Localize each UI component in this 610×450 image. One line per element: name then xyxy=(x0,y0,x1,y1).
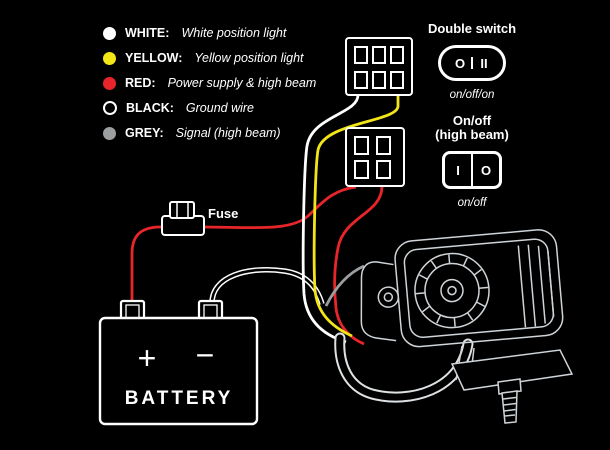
bolt-shaft xyxy=(501,390,518,424)
legend-desc: White position light xyxy=(181,26,287,40)
legend-label: BLACK: xyxy=(126,101,174,115)
double-switch-title: Double switch xyxy=(427,21,517,36)
bolt-head xyxy=(497,378,522,395)
legend-desc: Power supply & high beam xyxy=(167,76,317,90)
connector-pin xyxy=(372,71,386,89)
connector-6pin xyxy=(345,37,413,96)
legend-desc: Signal (high beam) xyxy=(175,126,281,140)
bolt-threads xyxy=(502,396,517,417)
battery-plus-sign: + xyxy=(138,340,157,376)
legend-label: WHITE: xyxy=(125,26,170,40)
double-switch-right-glyph: II xyxy=(480,55,488,71)
connector-pin xyxy=(376,160,391,179)
battery-terminal-negative xyxy=(197,299,224,321)
fuse-cap xyxy=(169,201,195,219)
fuse-cap-lines xyxy=(176,202,189,218)
connector-pin xyxy=(390,71,404,89)
red-wire-fuse-to-connector xyxy=(201,185,357,230)
heatsink-center xyxy=(447,285,457,296)
connector-pin xyxy=(354,160,369,179)
red-wire-connector-to-light xyxy=(333,185,384,346)
yellow-wire-swatch xyxy=(103,51,116,65)
bracket-pivot-bolt xyxy=(377,286,400,308)
grey-wire xyxy=(324,264,365,307)
red-wire-swatch xyxy=(103,76,116,90)
highbeam-switch-left-glyph: I xyxy=(456,162,460,178)
white-wire-swatch xyxy=(103,26,116,40)
double-switch-icon: O II xyxy=(438,45,506,81)
legend-item-red: RED: Power supply & high beam xyxy=(103,76,316,90)
connector-pin xyxy=(354,46,368,64)
black-wire-swatch xyxy=(103,101,117,115)
light-cable xyxy=(334,332,474,403)
legend-label: GREY: xyxy=(125,126,164,140)
connector-pin xyxy=(372,46,386,64)
battery-case xyxy=(98,316,259,426)
double-switch-block: Double switch O II on/off/on xyxy=(416,21,528,102)
battery-minus-sign: − xyxy=(196,337,215,373)
double-switch-modes: on/off/on xyxy=(449,89,495,101)
wires xyxy=(130,94,400,346)
connector-pin xyxy=(376,136,391,155)
light-bracket-arm xyxy=(360,261,397,342)
yellow-wire xyxy=(312,95,400,338)
connector-pin xyxy=(390,46,404,64)
connector-4pin xyxy=(345,127,405,187)
highbeam-switch-divider xyxy=(471,154,473,186)
fuse-symbol xyxy=(161,201,205,236)
bracket-pivot-center xyxy=(383,292,394,302)
connector-6pin-housing xyxy=(345,37,413,96)
highbeam-switch-title-line1: On/off xyxy=(452,113,492,128)
highbeam-switch-modes: on/off xyxy=(457,197,487,209)
cable-core xyxy=(336,334,472,401)
highbeam-switch-block: On/off (high beam) I O on/off xyxy=(416,114,528,210)
heatsink-outer xyxy=(414,252,490,329)
legend-desc: Yellow position light xyxy=(194,51,304,65)
wire-color-legend: WHITE: White position light YELLOW: Yell… xyxy=(103,26,316,140)
light-side-fins xyxy=(517,244,555,328)
battery-symbol xyxy=(98,299,259,426)
white-wire xyxy=(301,94,360,344)
heatsink-hub xyxy=(440,278,464,303)
highbeam-switch-title-line2: (high beam) xyxy=(435,127,509,142)
led-light xyxy=(360,229,564,348)
mounting-foot xyxy=(450,345,574,424)
grey-wire-swatch xyxy=(103,126,116,140)
legend-item-white: WHITE: White position light xyxy=(103,26,316,40)
connector-pin xyxy=(354,136,369,155)
legend-desc: Ground wire xyxy=(185,101,255,115)
legend-label: RED: xyxy=(125,76,156,90)
highbeam-switch-icon: I O xyxy=(442,151,502,189)
battery-label: BATTERY xyxy=(125,388,234,409)
red-wire-battery-to-fuse xyxy=(130,225,164,304)
double-switch-left-glyph: O xyxy=(454,55,466,71)
highbeam-switch-right-glyph: O xyxy=(480,162,492,178)
connector-pin xyxy=(354,71,368,89)
legend-item-grey: GREY: Signal (high beam) xyxy=(103,126,316,140)
legend-label: YELLOW: xyxy=(125,51,183,65)
fuse-label: Fuse xyxy=(208,206,239,221)
battery-terminal-positive xyxy=(119,299,146,321)
foot-plate xyxy=(450,349,574,391)
highbeam-switch-title: On/off (high beam) xyxy=(416,114,528,142)
legend-item-yellow: YELLOW: Yellow position light xyxy=(103,51,316,65)
double-switch-divider xyxy=(471,57,473,69)
legend-item-black: BLACK: Ground wire xyxy=(103,101,316,115)
heatsink-fins xyxy=(415,254,489,327)
